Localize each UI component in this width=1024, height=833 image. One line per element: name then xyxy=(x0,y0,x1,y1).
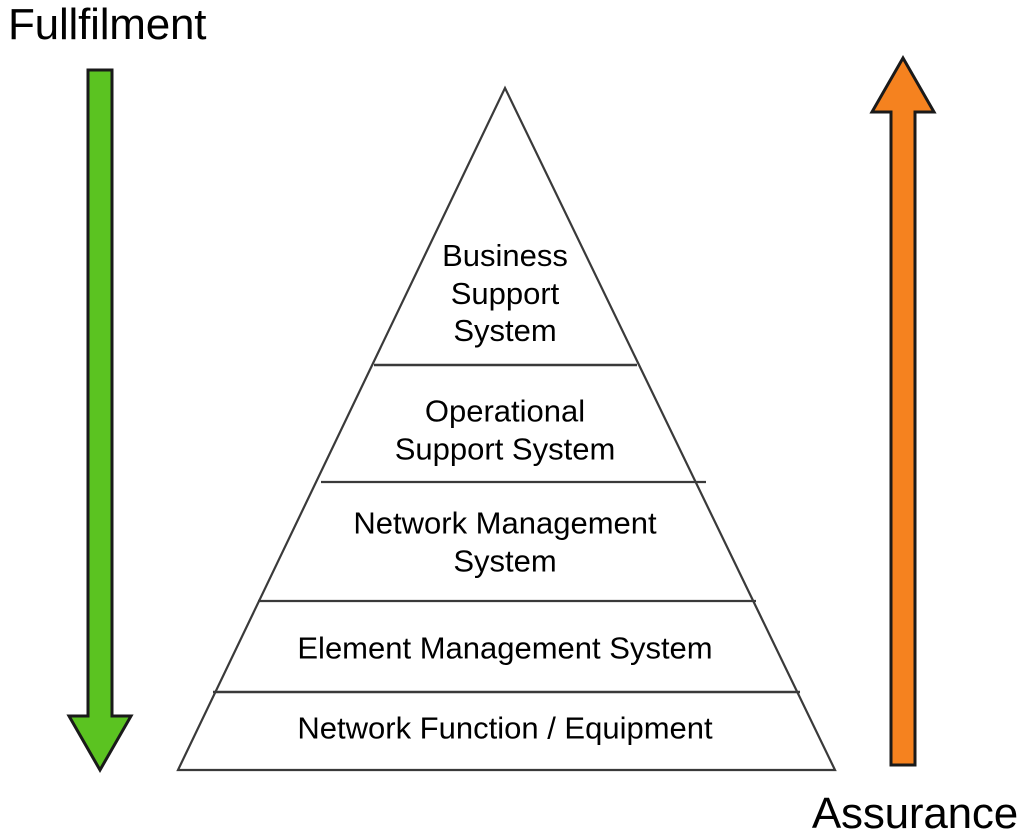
pyramid-tier-network-management-system: Network Management System xyxy=(353,505,657,579)
pyramid-tier-network-function-equipment: Network Function / Equipment xyxy=(297,710,713,746)
pyramid-tier-operational-support-system: Operational Support System xyxy=(394,393,616,467)
pyramid-tier-business-support-system: Business Support System xyxy=(442,237,568,348)
fullfilment-label: Fullfilment xyxy=(8,0,207,49)
assurance-label: Assurance xyxy=(811,788,1018,833)
fullfilment-arrow xyxy=(66,68,134,774)
pyramid-tier-element-management-system: Element Management System xyxy=(297,630,713,666)
pyramid-outline xyxy=(176,85,837,772)
assurance-arrow xyxy=(869,54,937,767)
